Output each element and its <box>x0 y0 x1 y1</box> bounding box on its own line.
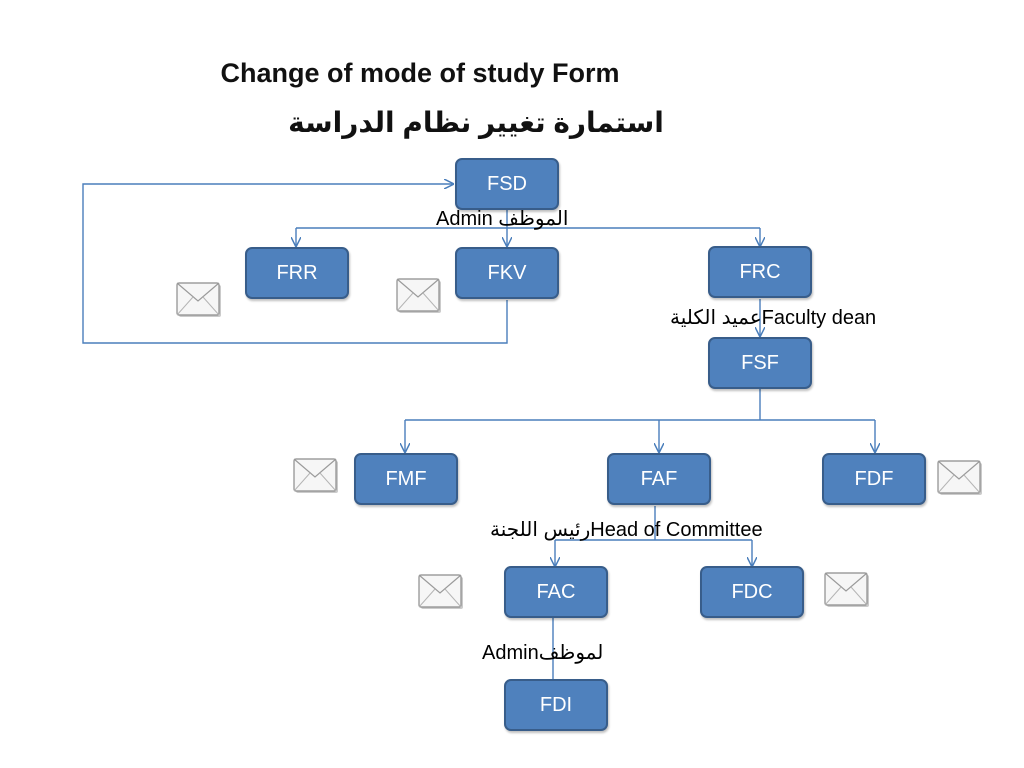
role-label-faculty-dean-en: Faculty dean <box>761 307 877 329</box>
role-label-admin-top-ar: الموظف <box>498 208 569 230</box>
diagram-title: Change of mode of study Form <box>220 58 620 88</box>
envelope-icon <box>396 278 441 313</box>
node-fkv: FKV <box>455 247 559 299</box>
role-label-faculty-dean-ar: عميد الكلية <box>670 307 762 329</box>
node-frc: FRC <box>708 246 812 298</box>
role-label-admin-bottom-ar: لموظف <box>538 642 604 664</box>
node-fsf: FSF <box>708 337 812 389</box>
node-frr: FRR <box>245 247 349 299</box>
node-fdi: FDI <box>504 679 608 731</box>
role-label-admin-top: Admin الموظف <box>436 206 568 231</box>
role-label-head-committee: رئيس اللجنةHead of Committee <box>490 517 763 542</box>
connector-fkv-loop-to-fsd <box>82 184 508 344</box>
node-fdf: FDF <box>822 453 926 505</box>
node-fac: FAC <box>504 566 608 618</box>
role-label-head-committee-ar: رئيس اللجنة <box>490 519 591 541</box>
role-label-admin-top-en: Admin <box>436 208 493 230</box>
role-label-admin-bottom-en: Admin <box>482 642 539 664</box>
diagram-subtitle-arabic: استمارة تغيير نظام الدراسة <box>288 107 664 138</box>
envelope-icon <box>418 574 463 609</box>
role-label-faculty-dean: عميد الكليةFaculty dean <box>670 305 876 330</box>
role-label-admin-bottom: Adminلموظف <box>482 640 603 665</box>
envelope-icon <box>824 572 869 607</box>
node-fmf: FMF <box>354 453 458 505</box>
envelope-icon <box>937 460 982 495</box>
node-fdc: FDC <box>700 566 804 618</box>
node-fsd: FSD <box>455 158 559 210</box>
node-faf: FAF <box>607 453 711 505</box>
role-label-head-committee-en: Head of Committee <box>590 519 763 541</box>
envelope-icon <box>293 458 338 493</box>
envelope-icon <box>176 282 221 317</box>
